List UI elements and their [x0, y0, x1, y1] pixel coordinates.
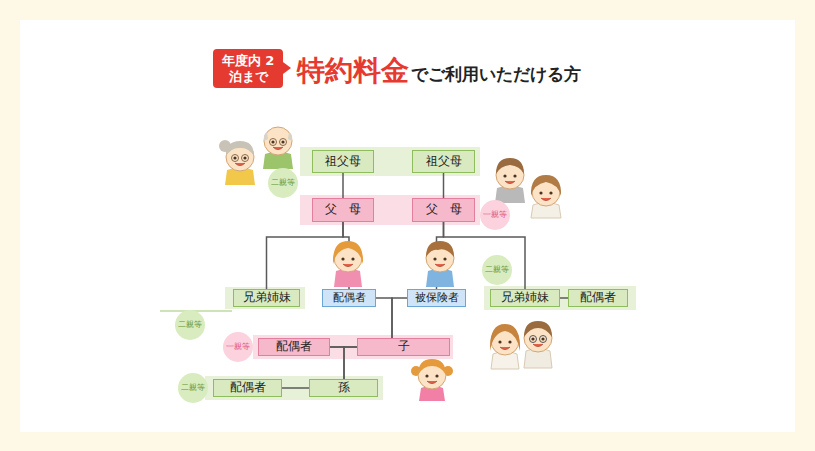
family-line — [282, 387, 309, 389]
node-text: 配偶者 — [230, 381, 266, 394]
node-text: 孫 — [338, 381, 350, 394]
relative-box: 配偶者 — [568, 289, 628, 307]
degree-circle: 二親等 — [268, 168, 298, 198]
node-text: 一親等 — [226, 343, 250, 352]
node-text: 父 母 — [426, 203, 462, 216]
degree-circle: 一親等 — [480, 200, 510, 230]
degree-circle: 二親等 — [175, 310, 205, 340]
band — [300, 195, 480, 225]
node-text: 配偶者 — [333, 292, 366, 304]
degree-circle: 一親等 — [223, 332, 253, 362]
sibling-man — [524, 321, 552, 368]
family-line — [444, 222, 526, 289]
family-line — [267, 222, 344, 289]
relative-box: 祖父母 — [412, 150, 475, 173]
node-text: 二親等 — [271, 179, 295, 188]
insured-figure — [426, 241, 454, 287]
node-text: 祖父母 — [325, 155, 361, 168]
family-line — [392, 298, 407, 338]
relative-box: 兄弟姉妹 — [490, 289, 560, 307]
node-text: 子 — [398, 340, 410, 353]
band — [300, 147, 480, 176]
relative-box: 父 母 — [312, 198, 374, 222]
badge-pointer — [283, 62, 291, 74]
node-text: 兄弟姉妹 — [243, 291, 291, 304]
node-text: 配偶者 — [580, 291, 616, 304]
relative-box: 父 母 — [412, 198, 475, 222]
node-text: 祖父母 — [426, 155, 462, 168]
family-line — [330, 347, 344, 379]
node-text: 二親等 — [178, 321, 202, 330]
father — [495, 158, 525, 203]
relative-box: 孫 — [309, 379, 378, 397]
band — [225, 287, 305, 309]
node-text: 年度内 2泊まで — [217, 53, 279, 84]
relative-box: 配偶者 — [213, 379, 282, 397]
subtitle: でご利用いただける方 — [411, 63, 581, 86]
relative-box: 配偶者 — [258, 338, 330, 356]
degree-circle: 二親等 — [178, 373, 208, 403]
node-text: 二親等 — [485, 266, 509, 275]
node-text: 被保険者 — [415, 292, 459, 304]
node-text: 二親等 — [181, 384, 205, 393]
family-line — [342, 173, 344, 198]
node-text: 父 母 — [325, 203, 361, 216]
family-line — [443, 173, 445, 198]
node-text: 配偶者 — [276, 340, 312, 353]
grandmother — [219, 140, 255, 185]
family-line — [560, 297, 568, 299]
relative-box: 被保険者 — [407, 289, 466, 307]
relative-box: 子 — [357, 338, 450, 356]
degree-circle: 二親等 — [482, 255, 512, 285]
relative-box: 配偶者 — [322, 289, 376, 307]
title: 特約料金 — [297, 52, 409, 90]
family-line — [376, 298, 392, 338]
relative-box: 兄弟姉妹 — [233, 289, 300, 307]
node-text: 兄弟姉妹 — [501, 291, 549, 304]
badge-box: 年度内 2泊まで — [213, 49, 283, 88]
band — [484, 286, 636, 310]
spouse-figure — [333, 241, 363, 287]
mother — [531, 175, 561, 218]
child-figure — [411, 359, 453, 401]
grandfather — [263, 127, 293, 169]
band — [205, 376, 383, 400]
family-line — [344, 347, 357, 379]
node-text: 一親等 — [483, 211, 507, 220]
relative-box: 祖父母 — [312, 150, 374, 173]
sibling-woman — [490, 324, 520, 369]
